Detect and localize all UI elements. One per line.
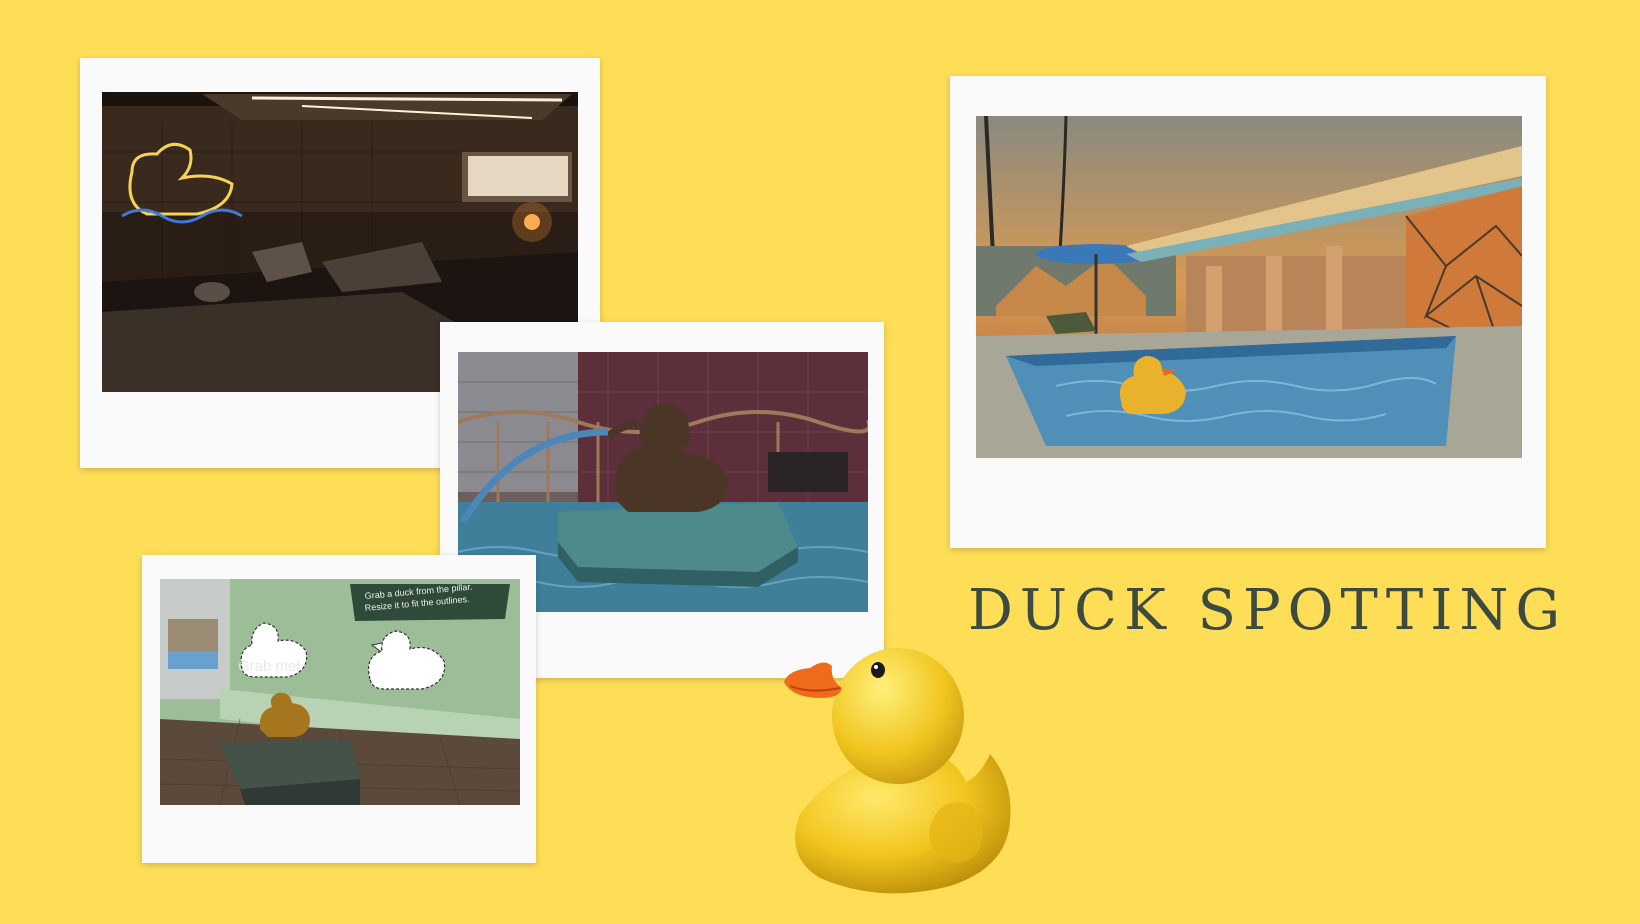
- photo-pool: [976, 116, 1522, 458]
- photo-neon-lounge: [102, 92, 578, 392]
- polaroid-fountain: [440, 322, 884, 678]
- polaroid-puzzle-room: Grab a duck from the pillar. Resize it t…: [142, 555, 536, 863]
- polaroid-pool: [950, 76, 1546, 548]
- rubber-duck-icon: [780, 636, 1016, 898]
- photo-puzzle-room: Grab a duck from the pillar. Resize it t…: [160, 579, 520, 805]
- polaroid-neon-lounge: [80, 58, 600, 468]
- grab-me-label: Grab me!: [238, 658, 301, 675]
- page-title: DUCK SPOTTING: [968, 578, 1568, 643]
